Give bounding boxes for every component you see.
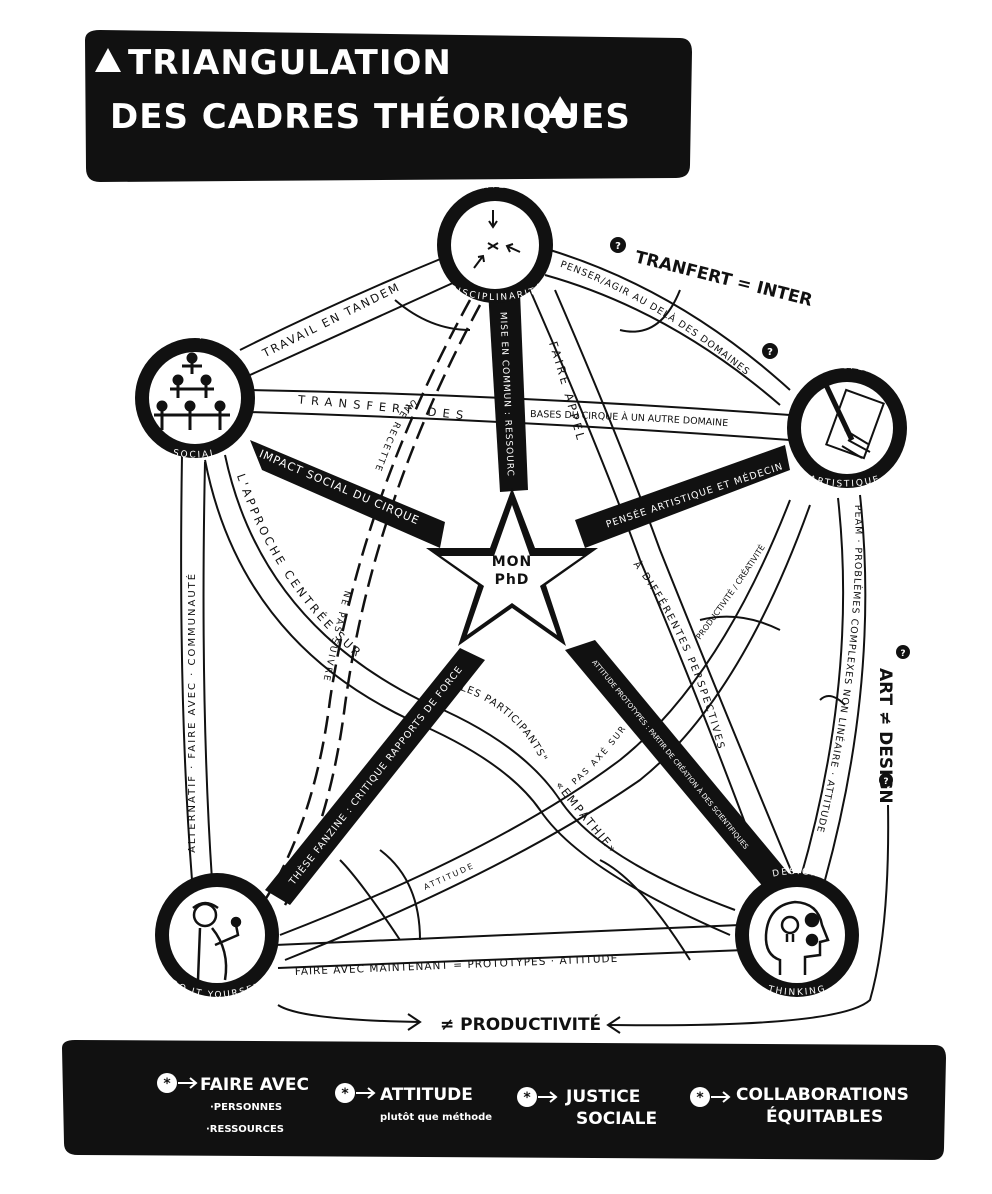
svg-text:SOCIAL: SOCIAL [172,448,218,460]
title-line-1: TRIANGULATION [128,43,452,83]
road-tandem-label: TRAVAIL EN TANDEM [259,279,401,360]
svg-text:THINKING: THINKING [766,984,828,998]
human-pyramid-icon [154,352,230,430]
annotation-productivite: ≠ PRODUCTIVITÉ [277,1004,601,1035]
question-icon [896,645,910,659]
spoke-inter [488,290,528,492]
road-faire-avec-label: FAIRE AVEC MAINTENANT = PROTOTYPES · ATT… [295,953,618,978]
title-line-2: DES CADRES THÉORIQUES [110,96,631,137]
title-banner: TRIANGULATION DES CADRES THÉORIQUES [85,30,692,182]
spoke-transfert [575,445,790,548]
spoke-diy-label: THÈSE FANZINE : CRITIQUE RAPPORTS DE FOR… [287,664,465,888]
svg-text:*: * [341,1086,349,1102]
footer-item-attitude: * ATTITUDE plutôt que méthode [335,1083,492,1123]
footer-faire-avec-main: FAIRE AVEC [200,1075,309,1095]
road-communaute-label: ALTERNATIF · FAIRE AVEC · COMMUNAUTÉ [185,572,196,853]
node-design-top-label: DESIGN [771,867,818,880]
node-cirque-top-label: CIRQUE [173,330,220,343]
svg-text:PEAM · PROBLÈMES COMPLEXES NON: PEAM · PROBLÈMES COMPLEXES NON LINÉAIRE … [814,505,864,834]
annotation-art-design: ? ART ≠ DESIGN ? [606,645,910,1034]
spokes-layer [250,290,790,905]
triangle-icon [548,96,574,118]
node-cirque-social: CIRQUE SOCIAL [135,330,255,461]
footer-collaborations-sub: ÉQUITABLES [766,1105,883,1127]
question-icon [762,343,778,359]
footer-banner: * FAIRE AVEC ·PERSONNES ·RESSOURCES * AT… [62,1040,946,1160]
asterisk-icon [335,1083,355,1103]
svg-text:ALTERNATIF · FAIRE AVEC · COMM: ALTERNATIF · FAIRE AVEC · COMMUNAUTÉ [185,572,198,853]
spoke-cirque [250,440,445,548]
svg-text:ATTITUDE PROTOTYPES : PARTIR D: ATTITUDE PROTOTYPES : PARTIR DE CRÉATION… [590,658,750,851]
node-transfert-artistique: TRANSFERT ARTISTIQUE [787,361,907,490]
center-label-line1: MON [492,554,533,570]
spoke-design [565,640,790,895]
question-icon [610,237,626,253]
asterisk-icon [157,1073,177,1093]
transfert-inter-note: TRANFERT = INTER [633,247,815,310]
node-do-it-yourself: DO IT YOURSELF [155,873,279,1001]
center-label-line2: PhD [495,572,530,588]
footer-item-collaborations: * COLLABORATIONS ÉQUITABLES [690,1085,909,1127]
footer-attitude-sub: plutôt que méthode [380,1111,492,1123]
node-cirque-bottom-label: SOCIAL [172,448,216,460]
svg-text:BASES DU CIRQUE À UN AUTRE DOM: BASES DU CIRQUE À UN AUTRE DOMAINE [530,409,729,429]
svg-text:FAIRE AVEC MAINTENANT = PROTOT: FAIRE AVEC MAINTENANT = PROTOTYPES · ATT… [295,953,619,978]
svg-text:?: ? [615,241,621,252]
paint-brush-icon [823,383,885,460]
question-icon [879,773,893,787]
center-star: MON PhD [426,488,598,646]
svg-text:TRAVAIL EN TANDEM: TRAVAIL EN TANDEM [259,279,403,360]
footer-justice-main: JUSTICE [565,1087,640,1107]
svg-text:?: ? [767,347,773,358]
road-transfer1-label: TRANSFERT DES [296,392,463,422]
converging-arrows-icon [473,210,521,269]
svg-text:?: ? [883,777,888,787]
productivite-note: ≠ PRODUCTIVITÉ [440,1013,601,1035]
svg-text:IMPACT SOCIAL DU CIRQUE: IMPACT SOCIAL DU CIRQUE [257,447,421,527]
node-design-thinking: DESIGN THINKING [735,867,859,998]
road-empathie-label: «EMPATHIE» [553,778,619,857]
spoke-diy [265,648,485,905]
road-attitude-label: ATTITUDE [422,861,474,892]
svg-text:CIRQUE: CIRQUE [173,330,222,343]
spoke-cirque-label: IMPACT SOCIAL DU CIRQUE [257,447,420,527]
road-pas-axe-label: PAS AXÉ SUR [570,723,627,787]
svg-text:?: ? [900,649,905,659]
footer-collaborations-main: COLLABORATIONS [736,1085,909,1105]
footer-item-faire-avec: * FAIRE AVEC ·PERSONNES ·RESSOURCES [157,1073,309,1135]
svg-text:PAS AXÉ SUR: PAS AXÉ SUR [570,723,629,787]
node-interdisciplinarite: INTER DISCIPLINARITÉ [437,180,553,303]
svg-text:INTER: INTER [476,180,515,192]
footer-justice-sub: SOCIALE [576,1109,657,1129]
svg-text:*: * [696,1090,704,1106]
asterisk-icon [517,1087,537,1107]
triangle-icon [95,48,121,72]
svg-text:*: * [523,1090,531,1106]
svg-text:*: * [163,1076,171,1092]
spoke-design-label: ATTITUDE PROTOTYPES : PARTIR DE CRÉATION… [590,658,750,851]
footer-attitude-main: ATTITUDE [380,1085,473,1105]
footer-faire-avec-sub1: ·PERSONNES [210,1102,282,1113]
node-inter-top-label: INTER [476,180,513,192]
art-design-note: ART ≠ DESIGN [875,668,895,804]
svg-text:THÈSE FANZINE : CRITIQUE RAPPO: THÈSE FANZINE : CRITIQUE RAPPORTS DE FOR… [287,664,466,888]
svg-text:DESIGN: DESIGN [771,867,820,880]
asterisk-icon [690,1087,710,1107]
roads-layer [180,249,867,969]
road-transfer2-label: BASES DU CIRQUE À UN AUTRE DOMAINE [530,409,729,429]
svg-text:«EMPATHIE»: «EMPATHIE» [553,778,621,857]
head-lightbulb-gears-icon [764,900,830,975]
footer-faire-avec-sub2: ·RESSOURCES [206,1124,284,1135]
svg-text:ATTITUDE: ATTITUDE [422,861,476,892]
svg-text:TRANSFERT DES: TRANSFERT DES [296,392,469,422]
node-design-bottom-label: THINKING [766,984,826,998]
road-peam-label: PEAM · PROBLÈMES COMPLEXES NON LINÉAIRE … [814,505,863,834]
person-thinking-icon [192,901,242,981]
footer-item-justice: * JUSTICE SOCIALE [517,1087,657,1129]
